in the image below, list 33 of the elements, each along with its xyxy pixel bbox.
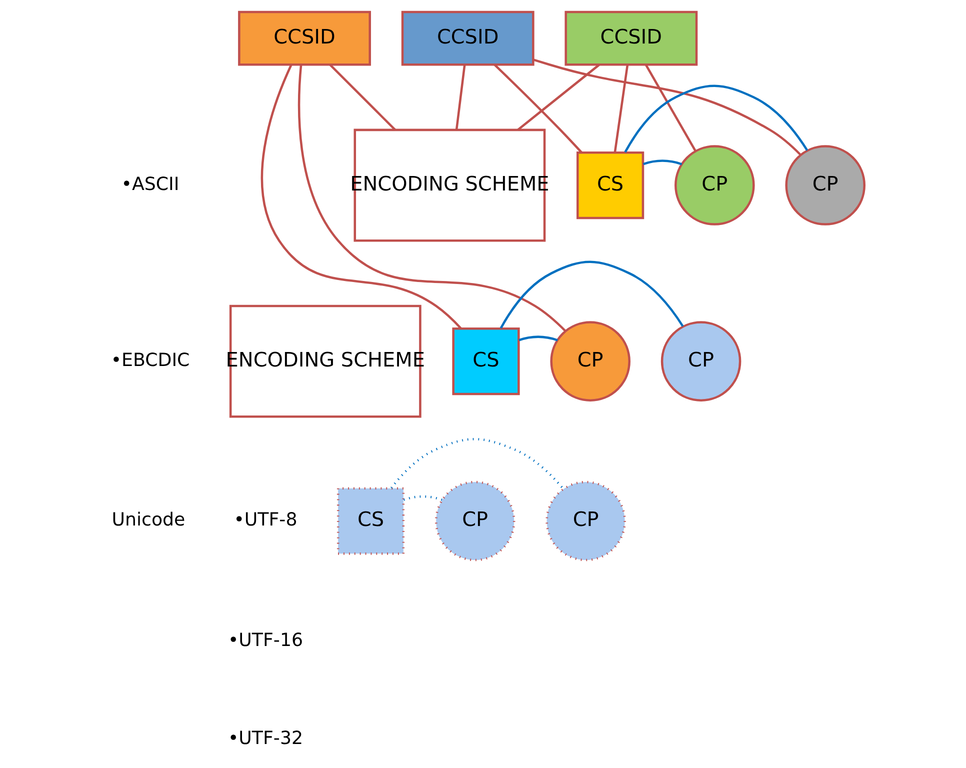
label: •UTF-16 xyxy=(227,630,303,652)
label: •UTF-32 xyxy=(227,728,303,750)
connector xyxy=(644,64,696,152)
node-circle: CP xyxy=(784,145,865,226)
connector xyxy=(518,336,558,342)
node-box: CCSID xyxy=(564,10,698,66)
label: •ASCII xyxy=(120,174,179,195)
label: •EBCDIC xyxy=(110,350,190,371)
connector xyxy=(454,64,466,130)
node-box: CS xyxy=(336,487,404,555)
node-box: CS xyxy=(452,328,520,396)
node-box: CCSID xyxy=(238,10,370,66)
connector xyxy=(624,84,808,153)
connector xyxy=(390,438,564,490)
connector xyxy=(493,64,582,154)
label: Unicode xyxy=(111,510,185,531)
node-box: CS xyxy=(576,151,644,220)
connector xyxy=(328,64,396,131)
connector xyxy=(516,64,600,131)
connector xyxy=(260,64,462,330)
connector xyxy=(297,64,566,332)
node-circle: CP xyxy=(550,321,630,402)
connector xyxy=(642,160,682,166)
connector xyxy=(613,64,628,153)
connector xyxy=(532,58,801,156)
label: •UTF-8 xyxy=(233,510,297,531)
connector xyxy=(499,260,684,329)
connector xyxy=(402,495,442,501)
node-circle: CP xyxy=(434,480,515,562)
node-circle: CP xyxy=(545,480,626,562)
node-box: CCSID xyxy=(400,10,534,66)
node-circle: CP xyxy=(674,145,754,226)
node-circle: CP xyxy=(660,321,741,402)
